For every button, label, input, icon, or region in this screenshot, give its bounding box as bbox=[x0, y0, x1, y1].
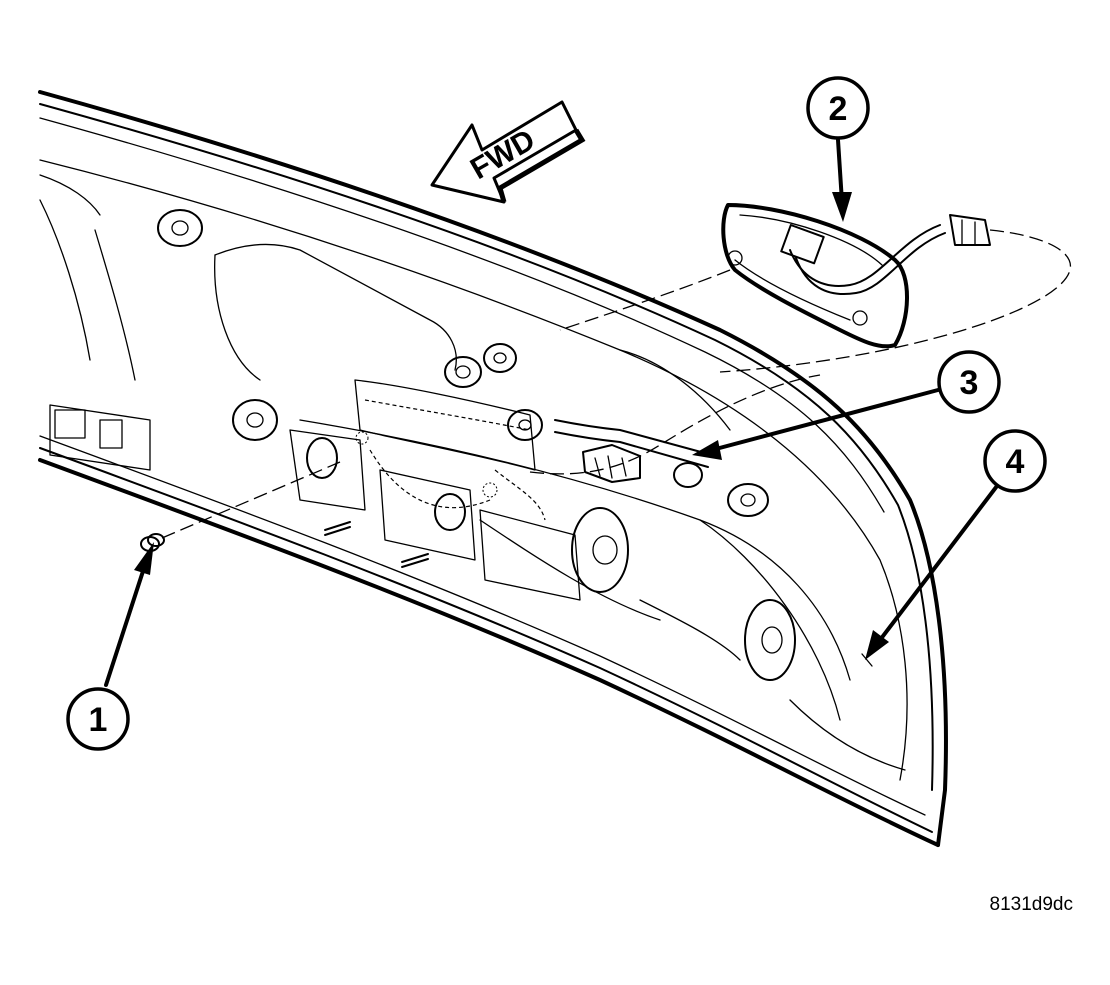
callout-1-label: 1 bbox=[89, 701, 108, 739]
callout-4: 4 bbox=[983, 429, 1047, 493]
callout-4-label: 4 bbox=[1006, 443, 1025, 481]
leader-arrowhead-1 bbox=[134, 542, 154, 575]
figure-code: 8131d9dc bbox=[990, 894, 1073, 915]
deck-lid-panel bbox=[38, 90, 948, 847]
wire-harness bbox=[529, 374, 821, 483]
callout-3: 3 bbox=[937, 350, 1001, 414]
leader-arrowhead-3 bbox=[692, 440, 722, 460]
callout-2: 2 bbox=[806, 76, 870, 140]
callout-3-label: 3 bbox=[960, 364, 979, 402]
callout-1: 1 bbox=[66, 687, 130, 751]
leader-arrowhead-4 bbox=[865, 630, 889, 660]
callout-2-label: 2 bbox=[829, 90, 848, 128]
lamp-housing bbox=[559, 203, 1072, 373]
forward-direction-arrow: FWD bbox=[430, 100, 586, 204]
leader-arrows bbox=[104, 138, 1002, 687]
leader-arrowhead-2 bbox=[832, 192, 852, 222]
